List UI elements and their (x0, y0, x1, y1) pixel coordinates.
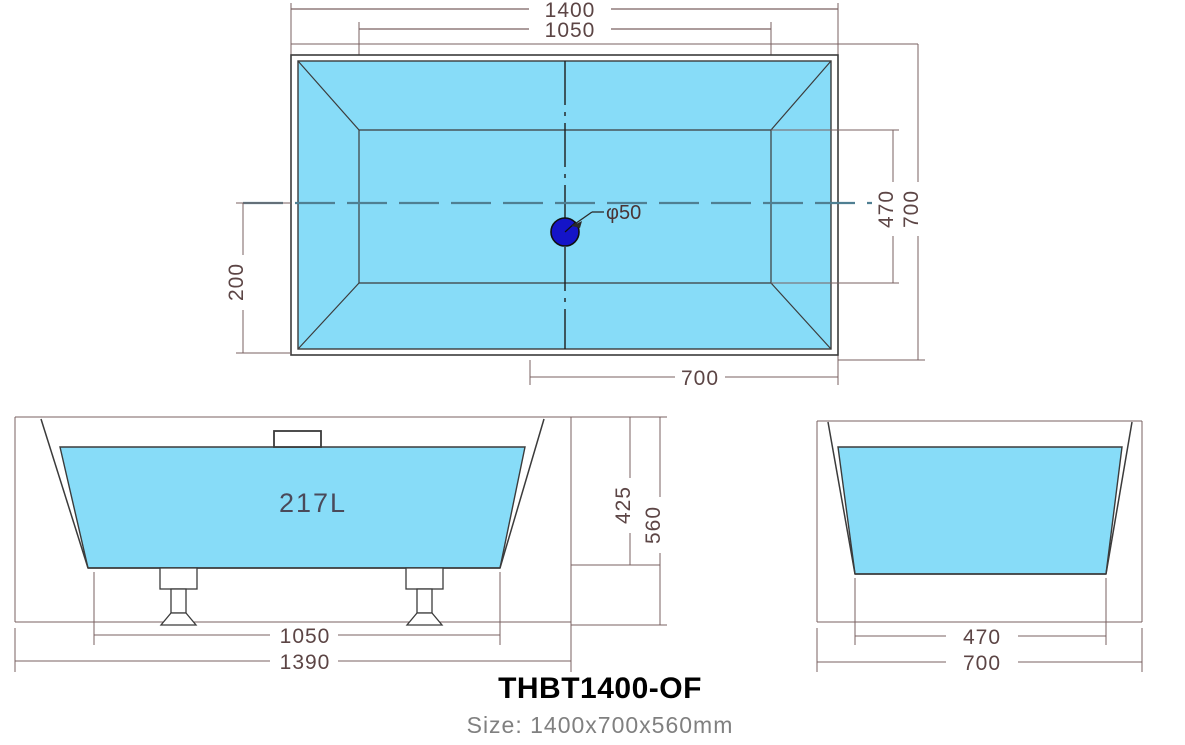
dim-label-1050: 1050 (545, 19, 596, 42)
dim-top-inner-depth: 470 (771, 129, 899, 284)
top-view-group: 1400 1050 (225, 0, 925, 390)
dim-front-water-height: 425 (603, 416, 637, 566)
dim-label-470-side: 470 (963, 626, 1001, 649)
dim-label-470: 470 (875, 190, 898, 228)
dim-top-overall-depth: 700 (838, 44, 925, 361)
dim-front-feet-span: 1050 (93, 572, 501, 648)
side-view-tub-walls (827, 421, 1133, 575)
dim-label-700-side: 700 (963, 652, 1001, 675)
capacity-label: 217L (279, 488, 347, 518)
dim-label-700-bottom: 700 (681, 367, 719, 390)
dim-label-1400: 1400 (545, 0, 596, 22)
basin-corner-chamfers (297, 60, 832, 350)
dim-label-560: 560 (642, 506, 665, 544)
side-view-bounding-box (816, 420, 1143, 623)
dim-side-base-width: 470 (854, 578, 1107, 649)
side-view-water-body (837, 446, 1123, 575)
front-view-group: 217L 1050 (14, 416, 667, 674)
dim-front-base-width: 1390 (14, 622, 572, 674)
dim-label-1390: 1390 (280, 651, 331, 674)
dim-top-left-offset: 200 (225, 202, 291, 354)
dim-label-700-depth: 700 (900, 190, 923, 228)
drain-leader-line (571, 211, 604, 228)
drain-hole-mark (564, 221, 577, 233)
product-code-label: THBT1400-OF (498, 672, 702, 705)
title-block: THBT1400-OF Size: 1400x700x560mm (467, 672, 734, 738)
side-view-group: 470 700 (816, 420, 1143, 675)
dim-label-200: 200 (225, 263, 248, 301)
front-view-bounding-box (14, 416, 660, 623)
product-size-label: Size: 1400x700x560mm (467, 712, 734, 738)
dim-side-overall-width: 700 (816, 628, 1143, 675)
dim-top-overall-width: 1400 (291, 0, 838, 22)
dim-front-overall-height: 560 (571, 416, 667, 626)
dim-top-inner-width: 1050 (359, 19, 771, 42)
dim-label-phi50: φ50 (606, 202, 641, 224)
adjustable-foot-left (159, 567, 198, 626)
dim-top-bottom-offset: 700 (529, 360, 839, 390)
dim-label-425: 425 (612, 486, 635, 524)
dim-label-1050-feet: 1050 (280, 625, 331, 648)
overflow-slot-icon (273, 430, 322, 448)
adjustable-foot-right (405, 567, 444, 626)
